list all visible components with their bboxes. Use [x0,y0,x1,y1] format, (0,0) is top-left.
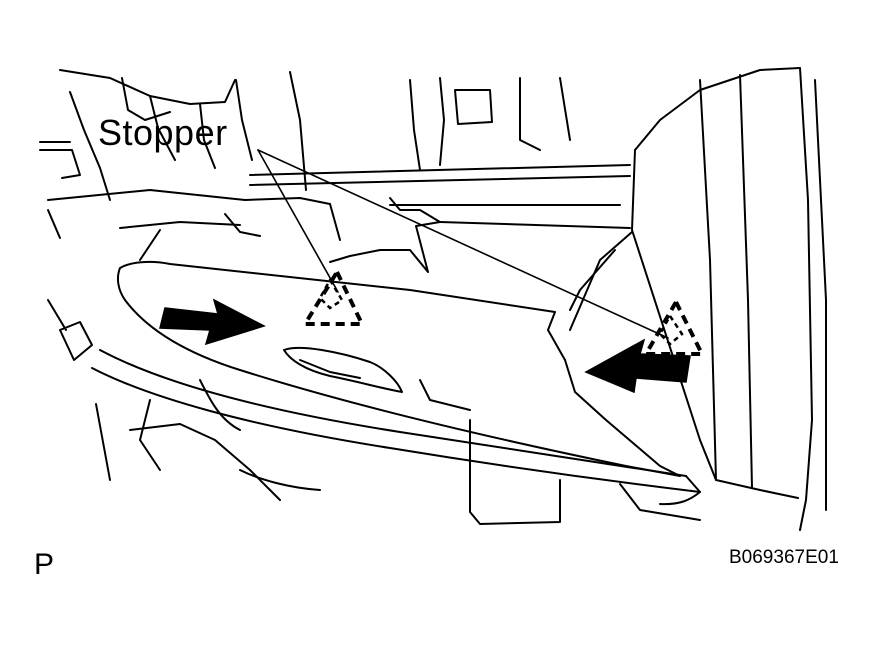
stopper-right-icon [644,300,704,356]
arrow-right-icon [159,298,266,346]
dashboard-structure [39,69,631,261]
stopper-label: Stopper [98,112,228,153]
stopper-leader-lines [257,149,669,339]
glove-box-handle [283,346,403,393]
direction-arrows [159,298,691,394]
view-marker-label: P [34,548,55,581]
side-pillar [569,67,827,531]
glove-box [47,260,701,525]
figure-code-label: B069367E01 [729,547,839,568]
glove-box-opening [329,221,441,273]
arrow-left-icon [584,338,691,394]
